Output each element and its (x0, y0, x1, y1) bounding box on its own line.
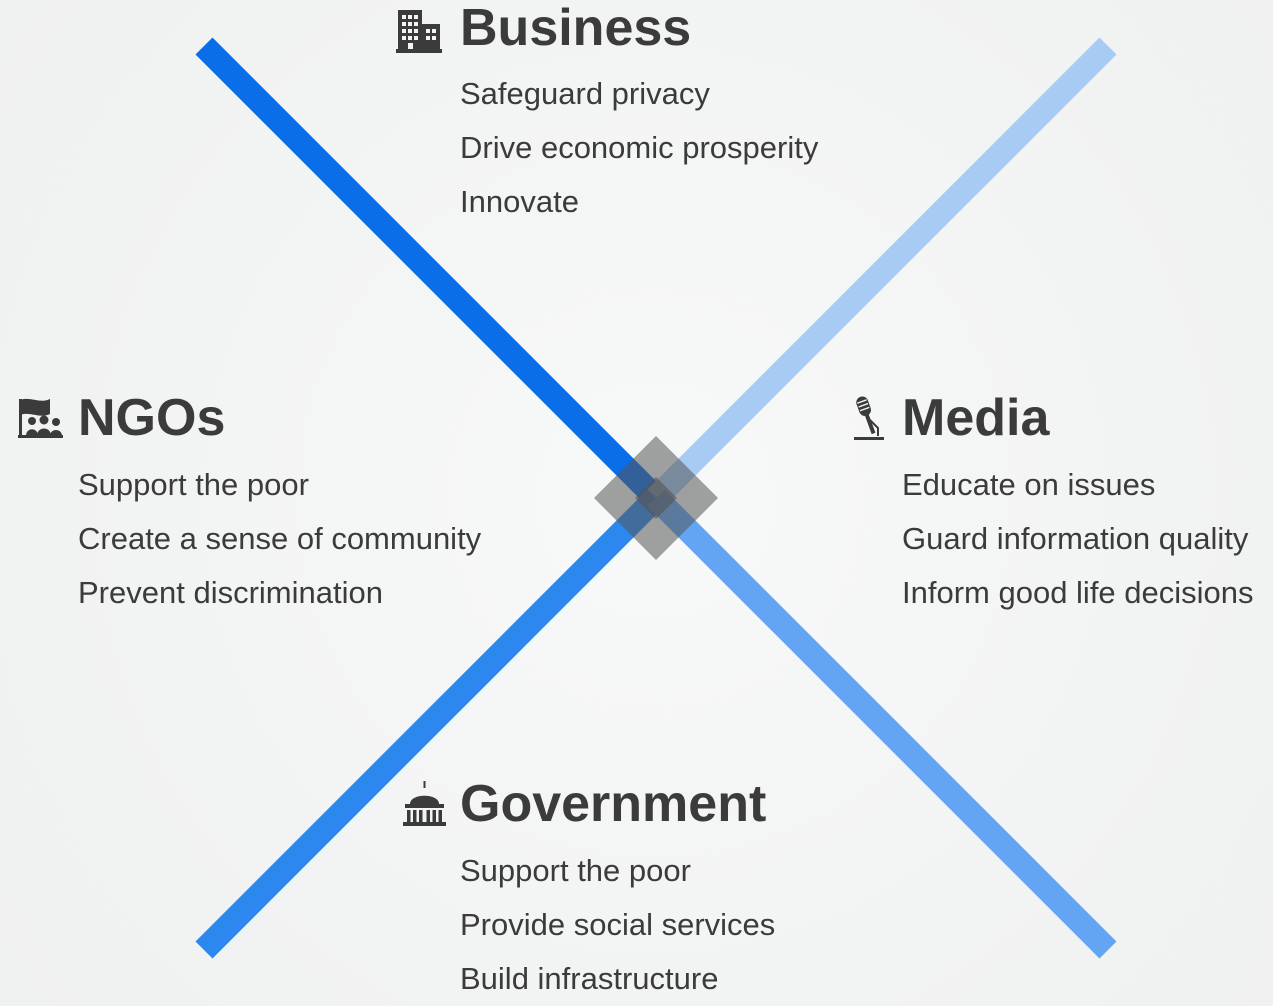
list-item: Support the poor (460, 853, 691, 888)
item-list: Educate on issues Guard information qual… (902, 458, 1254, 620)
microphone-icon (848, 394, 898, 444)
item-list: Support the poor Create a sense of commu… (78, 458, 481, 620)
list-item: Create a sense of community (78, 521, 482, 556)
office-building-icon (394, 6, 444, 56)
list-item: Build infrastructure (460, 961, 719, 996)
list-item: Educate on issues (902, 467, 1156, 502)
group-business: Business Safeguard privacy Drive economi… (392, 0, 872, 240)
group-government: Government Support the poor Provide soci… (400, 774, 820, 996)
list-item: Support the poor (78, 467, 309, 502)
list-item: Prevent discrimination (78, 575, 383, 610)
list-item: Innovate (460, 184, 579, 219)
item-list: Support the poor Provide social services… (460, 844, 775, 1006)
community-people-icon (16, 394, 66, 444)
group-title: NGOs (78, 389, 226, 447)
group-header: Government (400, 774, 820, 834)
line-top-right (647, 37, 1117, 507)
line-top-left (195, 37, 665, 507)
diamond-right (656, 467, 718, 529)
diamond-core (635, 477, 677, 519)
list-item: Guard information quality (902, 521, 1249, 556)
group-title: Government (460, 775, 767, 833)
group-header: Media (848, 388, 1268, 448)
item-list: Safeguard privacy Drive economic prosper… (460, 67, 818, 229)
line-bottom-right (647, 489, 1117, 959)
group-ngos: NGOs Support the poor Create a sense of … (16, 388, 516, 628)
group-header: NGOs (16, 388, 516, 448)
capitol-building-icon (400, 780, 450, 830)
group-title: Media (902, 389, 1050, 447)
group-header: Business (392, 0, 872, 60)
list-item: Provide social services (460, 907, 776, 942)
list-item: Inform good life decisions (902, 575, 1254, 610)
line-bottom-left (195, 489, 665, 959)
group-media: Media Educate on issues Guard informatio… (848, 388, 1268, 628)
list-item: Drive economic prosperity (460, 130, 819, 165)
diamond-left (594, 467, 656, 529)
group-title: Business (460, 0, 692, 57)
center-diamond (594, 436, 718, 560)
list-item: Safeguard privacy (460, 76, 710, 111)
